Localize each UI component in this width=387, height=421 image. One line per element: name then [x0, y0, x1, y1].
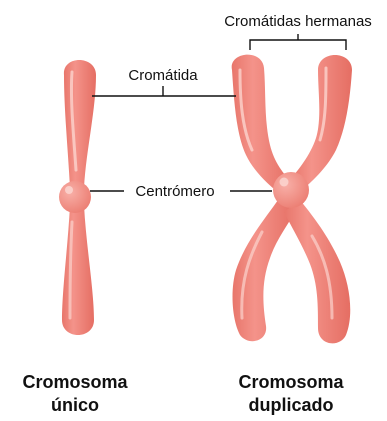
duplicated-caption-line1: Cromosoma: [238, 372, 344, 392]
chromatid-annotation: Cromátida: [92, 67, 236, 96]
sister-chromatids-bracket: [250, 34, 346, 50]
duplicated-centromere-shine: [280, 178, 289, 187]
duplicated-chromosome: [232, 55, 352, 344]
single-centromere: [59, 181, 91, 213]
duplicated-centromere: [273, 172, 309, 208]
single-chromosome-lower-arm: [62, 205, 94, 335]
centromere-annotation: Centrómero: [90, 183, 272, 200]
duplicated-caption-line2: duplicado: [249, 395, 334, 415]
single-centromere-shine: [65, 186, 73, 194]
chromatid-label: Cromátida: [128, 67, 198, 84]
single-chromosome: [59, 60, 96, 335]
centromere-label: Centrómero: [135, 183, 214, 200]
duplicated-chromosome-lower-left-arm: [233, 200, 296, 341]
duplicated-caption: Cromosoma duplicado: [238, 372, 344, 415]
single-caption-line1: Cromosoma: [22, 372, 128, 392]
single-caption-line2: único: [51, 395, 99, 415]
duplicated-chromosome-upper-right-arm: [290, 55, 352, 190]
single-caption: Cromosoma único: [22, 372, 128, 415]
chromatid-leader: [92, 86, 236, 96]
duplicated-chromosome-lower-right-arm: [284, 200, 350, 343]
sister-chromatids-label: Cromátidas hermanas: [224, 13, 372, 30]
single-chromosome-upper-arm: [64, 60, 96, 188]
sister-chromatids-annotation: Cromátidas hermanas: [224, 13, 372, 50]
